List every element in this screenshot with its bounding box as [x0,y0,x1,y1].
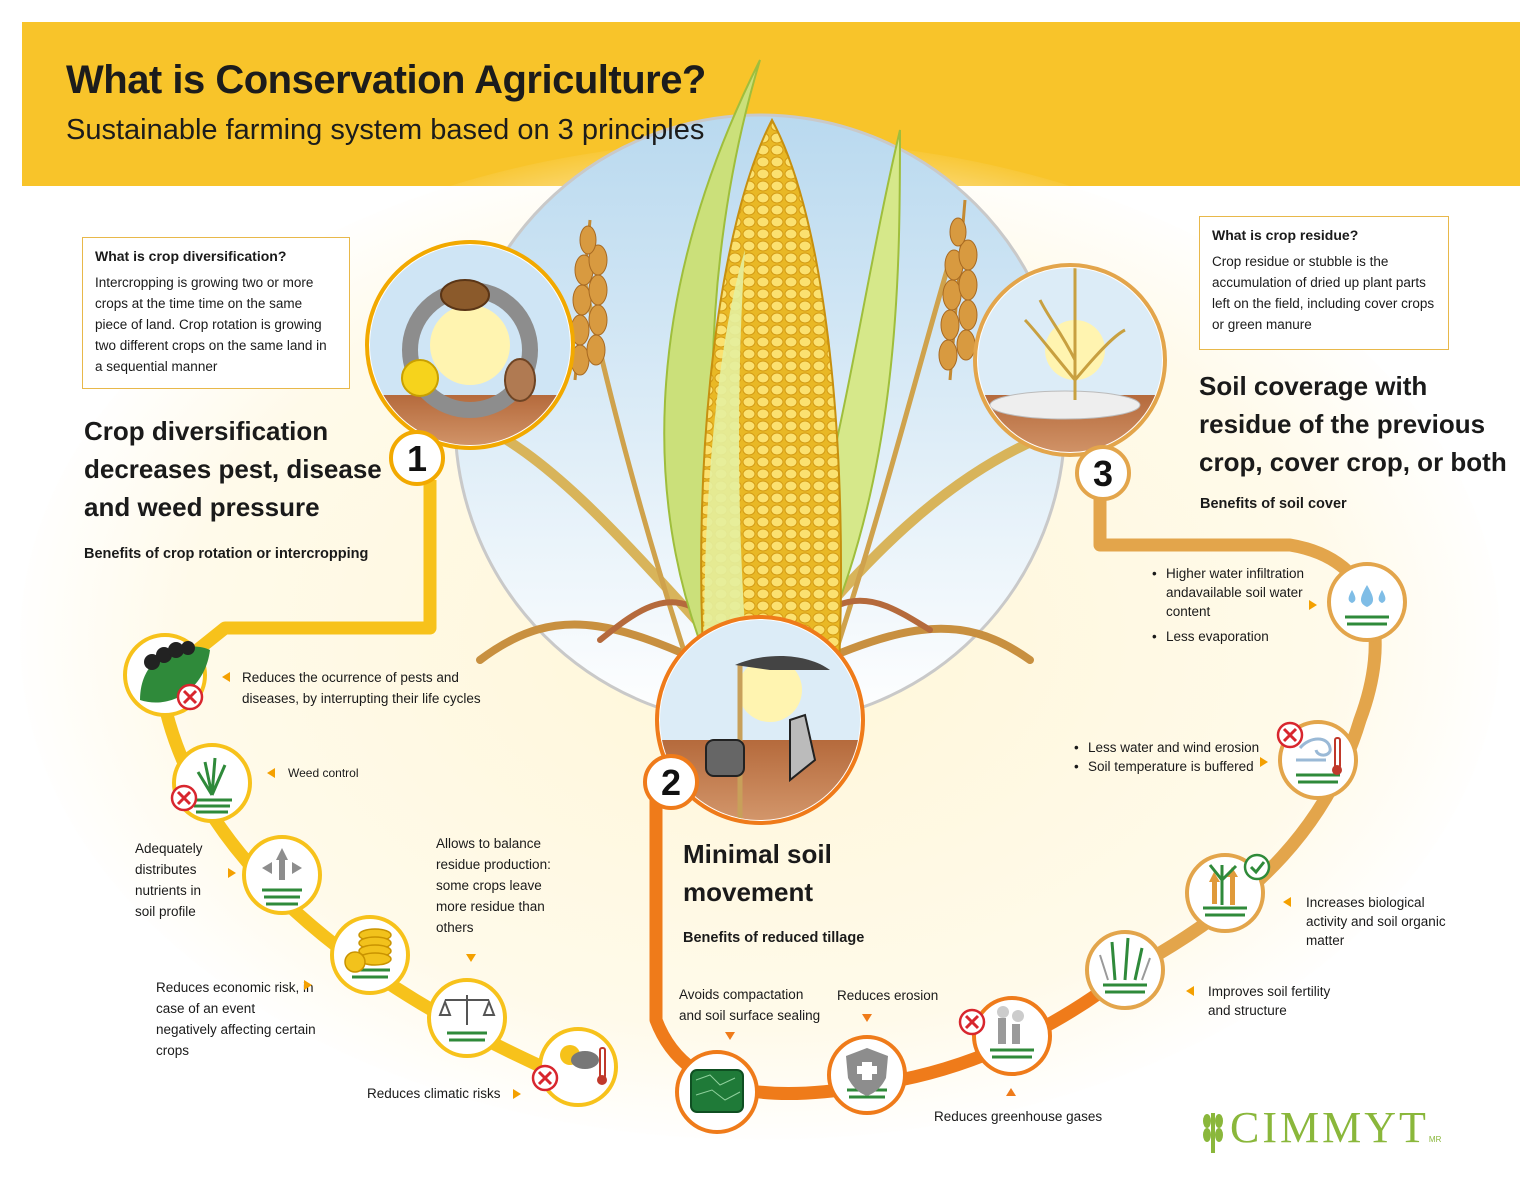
principle-3-heading: Soil coverage with residue of the previo… [1199,371,1507,477]
benefit-ghg: Reduces greenhouse gases [934,1109,1103,1124]
wheat-left [570,219,608,381]
principle-2-benefits-title: Benefits of reduced tillage [683,930,865,946]
benefit-weeds: Weed control [288,766,359,780]
pointer-arrow [725,1032,735,1040]
crop-residue-answer: Crop residue or stubble is the accumulat… [1212,254,1435,332]
benefit-nutrients: Adequately distributes nutrients in soil… [135,841,203,919]
pointer-arrow [466,954,476,962]
page-subtitle: Sustainable farming system based on 3 pr… [66,114,705,146]
pointer-arrow [1186,986,1194,996]
pointer-arrow [222,672,230,682]
pointer-arrow [228,868,236,878]
crop-diversification-question: What is crop diversification? [95,248,287,264]
benefit-biological: Increases biological activity and soil o… [1306,895,1446,948]
principle-2-number: 2 [643,754,699,810]
icon-details [140,585,1389,1113]
crop-residue-question: What is crop residue? [1212,227,1359,243]
principle-2-heading: Minimal soil movement [683,839,832,907]
benefit-pests: Reduces the ocurrence of pests and disea… [242,670,481,706]
principle-1-heading: Crop diversification decreases pest, dis… [84,416,382,522]
benefit-fertility: Improves soil fertility and structure [1208,984,1331,1018]
page-title: What is Conservation Agriculture? [66,58,706,102]
minimal-tillage-illustration [655,615,865,825]
pointer-arrow [1283,897,1291,907]
benefit-water-infiltration: Higher water infiltration andavailable s… [1152,564,1326,621]
principle-1-number: 1 [389,430,445,486]
checkmark-icon [1243,853,1271,881]
pointer-arrow [862,1014,872,1022]
red-x-icon [170,683,1304,1092]
benefit-climatic: Reduces climatic risks [367,1086,501,1101]
wheat-right [938,199,978,381]
crop-diversification-answer: Intercropping is growing two or more cro… [95,275,327,374]
logo-mark: MR [1428,1135,1442,1144]
principle-3-benefits-title: Benefits of soil cover [1200,496,1347,512]
pointer-arrow [1260,757,1268,767]
pointer-arrow [304,980,312,990]
pointer-arrow [1006,1088,1016,1096]
benefit-residue: Allows to balance residue production: so… [436,836,551,935]
crop-residue-box: What is crop residue? Crop residue or st… [1199,216,1449,350]
benefit-compaction: Avoids compactation and soil surface sea… [679,987,821,1023]
principle-1-benefits-title: Benefits of crop rotation or intercroppi… [84,546,369,562]
benefit-erosion: Reduces erosion [837,988,939,1003]
logo-text: CIMMYT [1230,1103,1429,1152]
benefit-less-erosion: Less water and wind erosion [1074,738,1288,757]
biological-activity-icon [1185,853,1265,933]
wheat-logo-icon [1203,1113,1223,1153]
pointer-arrow [1309,600,1317,610]
pointer-arrow [267,768,275,778]
cimmyt-logo: CIMMYTMR [1196,1102,1441,1153]
benefit-less-evaporation: Less evaporation [1152,627,1326,646]
benefit-soil-temperature: Soil temperature is buffered [1074,757,1288,776]
crop-diversification-box: What is crop diversification? Intercropp… [82,237,350,389]
principle-3-number: 3 [1075,445,1131,501]
benefit-economic: Reduces economic risk, in case of an eve… [156,980,316,1058]
erosion-benefits-list: Less water and wind erosion Soil tempera… [1074,738,1288,782]
pointer-arrow [513,1089,521,1099]
water-benefits-list: Higher water infiltration andavailable s… [1152,564,1326,652]
